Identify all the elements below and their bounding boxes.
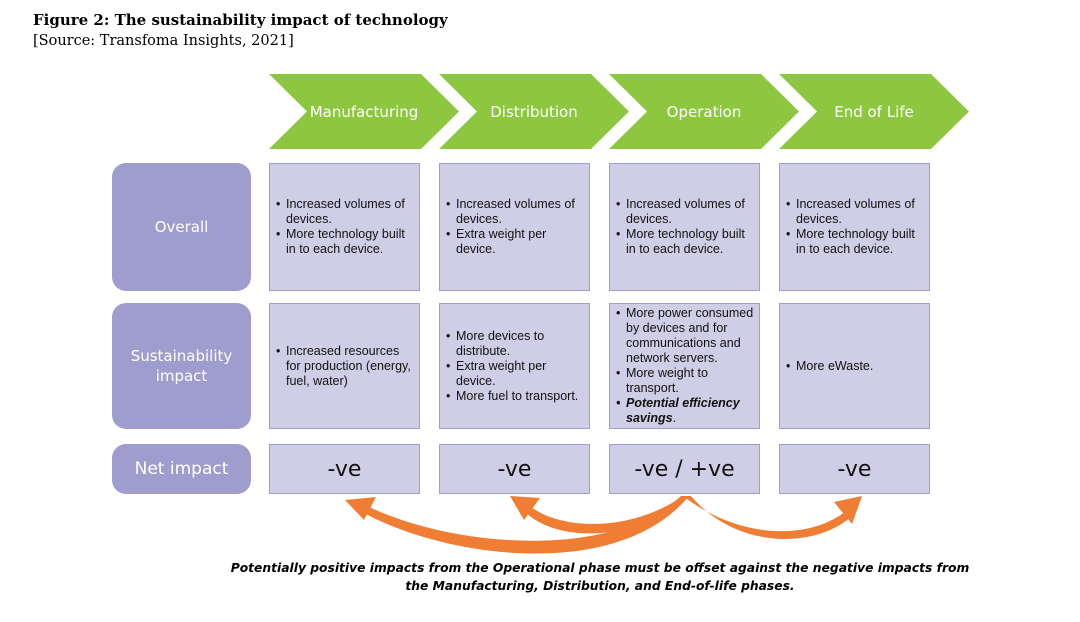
list-item: Extra weight per device.: [446, 359, 585, 389]
caption: Potentially positive impacts from the Op…: [230, 561, 970, 593]
list-item-emphasis: Potential efficiency savings.: [616, 396, 755, 426]
cell-overall-end-of-life: Increased volumes of devices. More techn…: [779, 163, 930, 291]
arrow-to-distribution: [525, 496, 689, 534]
list-item: More devices to distribute.: [446, 329, 585, 359]
phase-label: Operation: [666, 102, 742, 121]
net-impact-manufacturing: -ve: [269, 444, 420, 494]
list-item: Increased volumes of devices.: [616, 197, 755, 227]
arrow-to-manufacturing: [362, 496, 689, 554]
cell-sustainability-manufacturing: Increased resources for production (ener…: [269, 303, 420, 429]
efficiency-savings-text: Potential efficiency savings: [626, 396, 740, 425]
arrowhead-distribution-icon: [510, 496, 540, 520]
phase-end-of-life: End of Life: [779, 74, 969, 149]
list-item: Extra weight per device.: [446, 227, 585, 257]
list-item: More technology built in to each device.: [786, 227, 925, 257]
phase-operation: Operation: [609, 74, 799, 149]
cell-overall-operation: Increased volumes of devices. More techn…: [609, 163, 760, 291]
phase-label: Distribution: [490, 102, 578, 121]
list-item: More weight to transport.: [616, 366, 755, 396]
list-item: More technology built in to each device.: [276, 227, 415, 257]
cell-sustainability-operation: More power consumed by devices and for c…: [609, 303, 760, 429]
list-item: Increased volumes of devices.: [446, 197, 585, 227]
chevron-arrow-icon: [439, 74, 629, 149]
row-header-sustainability-impact: Sustainability impact: [112, 303, 251, 429]
cell-sustainability-distribution: More devices to distribute. Extra weight…: [439, 303, 590, 429]
phase-manufacturing: Manufacturing: [269, 74, 459, 149]
arrowhead-end-of-life-icon: [834, 496, 862, 524]
figure-source: [Source: Transfoma Insights, 2021]: [33, 33, 294, 49]
chevron-arrow-icon: [779, 74, 969, 149]
cell-overall-manufacturing: Increased volumes of devices. More techn…: [269, 163, 420, 291]
list-item: Increased resources for production (ener…: [276, 344, 415, 389]
row-header-overall: Overall: [112, 163, 251, 291]
arrow-to-end-of-life: [683, 496, 851, 539]
cell-overall-distribution: Increased volumes of devices. Extra weig…: [439, 163, 590, 291]
list-item: More fuel to transport.: [446, 389, 585, 404]
arrowhead-manufacturing-icon: [345, 497, 376, 520]
list-item: More technology built in to each device.: [616, 227, 755, 257]
figure-title: Figure 2: The sustainability impact of t…: [33, 11, 448, 29]
list-item: Increased volumes of devices.: [786, 197, 925, 227]
row-header-label: Sustainability impact: [130, 346, 233, 385]
row-header-net-impact: Net impact: [112, 444, 251, 494]
phase-distribution: Distribution: [439, 74, 629, 149]
list-item: Increased volumes of devices.: [276, 197, 415, 227]
cell-sustainability-end-of-life: More eWaste.: [779, 303, 930, 429]
phase-label: End of Life: [834, 102, 914, 121]
chevron-arrow-icon: [609, 74, 799, 149]
phase-label: Manufacturing: [309, 102, 419, 121]
net-impact-distribution: -ve: [439, 444, 590, 494]
net-impact-operation: -ve / +ve: [609, 444, 760, 494]
list-item: More power consumed by devices and for c…: [616, 306, 755, 366]
net-impact-end-of-life: -ve: [779, 444, 930, 494]
list-item: More eWaste.: [786, 359, 873, 374]
chevron-arrow-icon: [269, 74, 459, 149]
